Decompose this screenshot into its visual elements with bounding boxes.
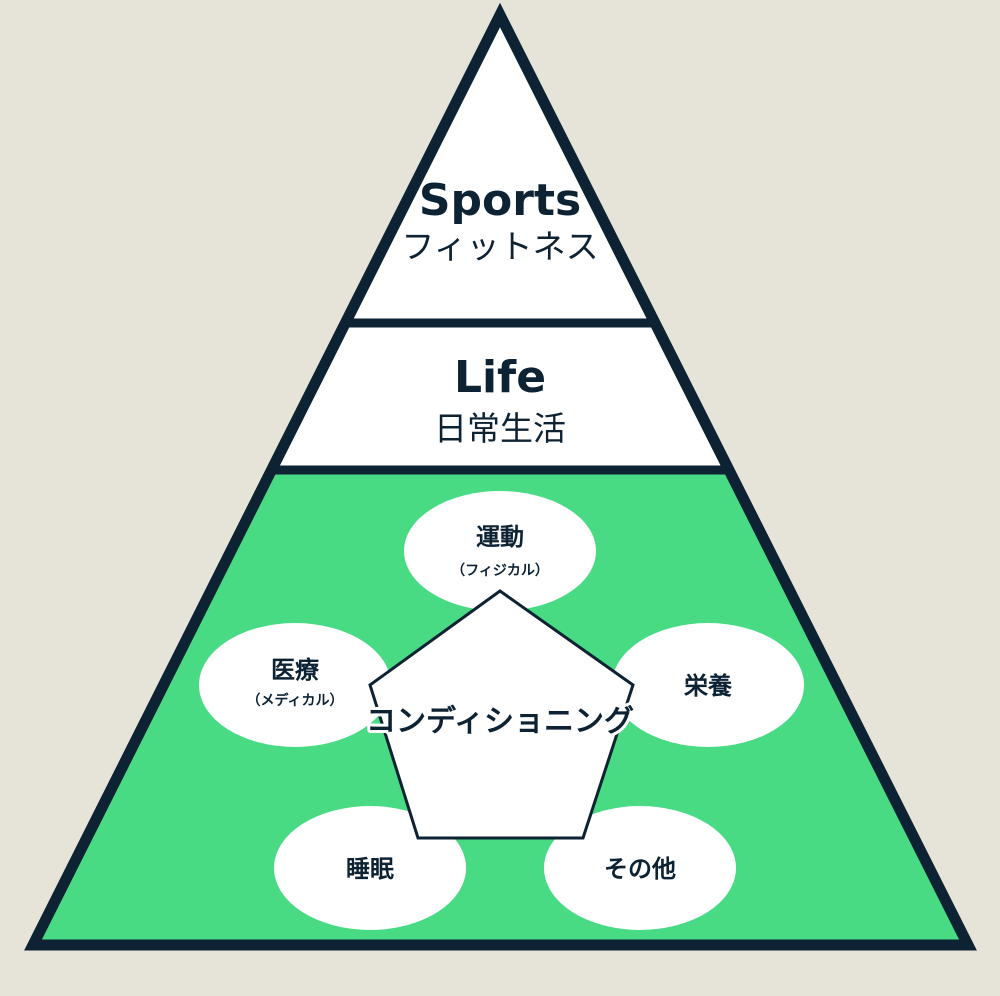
element-exercise: 運動 （フィジカル） xyxy=(404,491,596,611)
pyramid-middle-tier xyxy=(272,323,728,470)
pyramid-outline xyxy=(24,2,977,951)
life-title: Life xyxy=(454,352,546,403)
exercise-label: 運動 xyxy=(476,523,524,551)
exercise-sub: （フィジカル） xyxy=(451,563,549,579)
element-medical: 医療 （メディカル） xyxy=(199,623,391,747)
element-nutrition: 栄養 xyxy=(612,623,804,747)
medical-label: 医療 xyxy=(271,656,320,684)
sports-title: Sports xyxy=(419,175,581,226)
element-other: その他 xyxy=(544,806,736,930)
life-subtitle: 日常生活 xyxy=(434,409,566,448)
nutrition-label: 栄養 xyxy=(683,672,732,700)
sports-subtitle: フィットネス xyxy=(401,227,598,266)
conditioning-pentagon xyxy=(368,589,635,840)
sleep-label: 睡眠 xyxy=(346,855,394,883)
conditioning-label: コンディショニング xyxy=(366,704,634,739)
medical-sub: （メディカル） xyxy=(246,692,343,709)
pyramid-top-tier xyxy=(345,15,655,323)
other-label: その他 xyxy=(604,855,676,883)
